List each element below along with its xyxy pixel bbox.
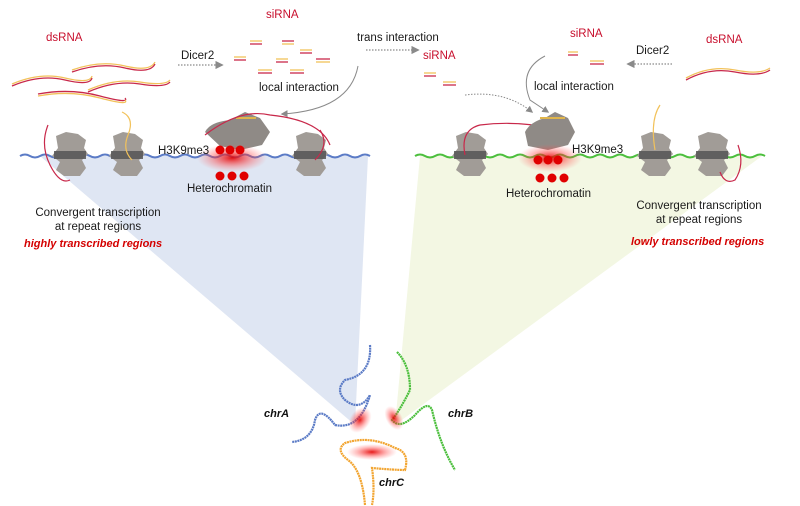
heterochromatin-glow bbox=[197, 144, 267, 172]
transcription-line1: Convergent transcription bbox=[35, 207, 161, 219]
transcription-label-left: Convergent transcription at repeat regio… bbox=[35, 206, 160, 235]
h3k9me3-label-left: H3K9me3 bbox=[158, 145, 210, 157]
left-wedge bbox=[40, 156, 368, 425]
rna-transcript bbox=[652, 104, 661, 151]
chrB-label: chrB bbox=[448, 408, 474, 420]
rna-transcript bbox=[121, 111, 133, 161]
rits-complex-right bbox=[525, 112, 575, 150]
transcription-line2: at repeat regions bbox=[655, 214, 743, 227]
local-interaction-label-right: local interaction bbox=[534, 81, 614, 93]
nucleosome bbox=[637, 132, 673, 176]
sirna-fragments-left bbox=[234, 40, 330, 74]
h3k9me3-marks-right bbox=[533, 155, 569, 183]
chrC-fiber bbox=[339, 438, 408, 506]
nucleosome bbox=[292, 132, 328, 176]
local-interaction-arrow-right bbox=[525, 55, 550, 113]
sirna-label-right: siRNA bbox=[570, 28, 603, 40]
dsrna-label-left: dsRNA bbox=[46, 32, 83, 44]
transcription-line1: Convergent transcription bbox=[636, 200, 762, 212]
nucleosome bbox=[694, 132, 730, 176]
local-interaction-label-left: local interaction bbox=[259, 82, 339, 94]
local-interaction-arrow-left bbox=[280, 65, 359, 118]
chrA-label: chrA bbox=[264, 408, 290, 420]
dsrna-label-right: dsRNA bbox=[706, 34, 743, 46]
heterochromatin-label-right: Heterochromatin bbox=[506, 188, 592, 200]
region-label-right: lowly transcribed regions bbox=[631, 236, 765, 248]
dsrna-strands-left bbox=[11, 61, 171, 104]
dicer2-label-left: Dicer2 bbox=[181, 50, 215, 62]
contact-glow-chrC bbox=[347, 444, 397, 460]
nucleosome bbox=[52, 132, 88, 176]
dicer2-label-right: Dicer2 bbox=[636, 45, 670, 57]
contact-glow-chrA bbox=[348, 407, 372, 433]
sirna-fragments-middle bbox=[424, 72, 456, 86]
transcription-label-right: Convergent transcription at repeat regio… bbox=[636, 199, 761, 228]
sirna-fragments-right bbox=[568, 51, 604, 65]
trans-interaction-label: trans interaction bbox=[357, 32, 439, 44]
trans-delivery-arrow bbox=[464, 93, 534, 113]
transcription-line2: at repeat regions bbox=[54, 221, 142, 234]
sirna-label-middle: siRNA bbox=[423, 50, 456, 62]
h3k9me3-marks-left bbox=[215, 145, 249, 181]
chrA-fiber bbox=[291, 344, 372, 444]
contact-glow-chrB bbox=[384, 406, 404, 430]
heterochromatin-label-left: Heterochromatin bbox=[187, 183, 273, 195]
rna-transcript bbox=[719, 144, 742, 182]
chrC-label: chrC bbox=[379, 477, 405, 489]
right-wedge bbox=[395, 156, 762, 425]
sirna-label-left: siRNA bbox=[266, 9, 299, 21]
region-label-left: highly transcribed regions bbox=[24, 238, 163, 250]
rna-transcript bbox=[43, 124, 71, 182]
nucleosome bbox=[452, 132, 488, 176]
h3k9me3-label-right: H3K9me3 bbox=[572, 144, 624, 156]
dsrna-strand-right bbox=[685, 67, 771, 81]
rits-complex-left bbox=[204, 112, 331, 150]
